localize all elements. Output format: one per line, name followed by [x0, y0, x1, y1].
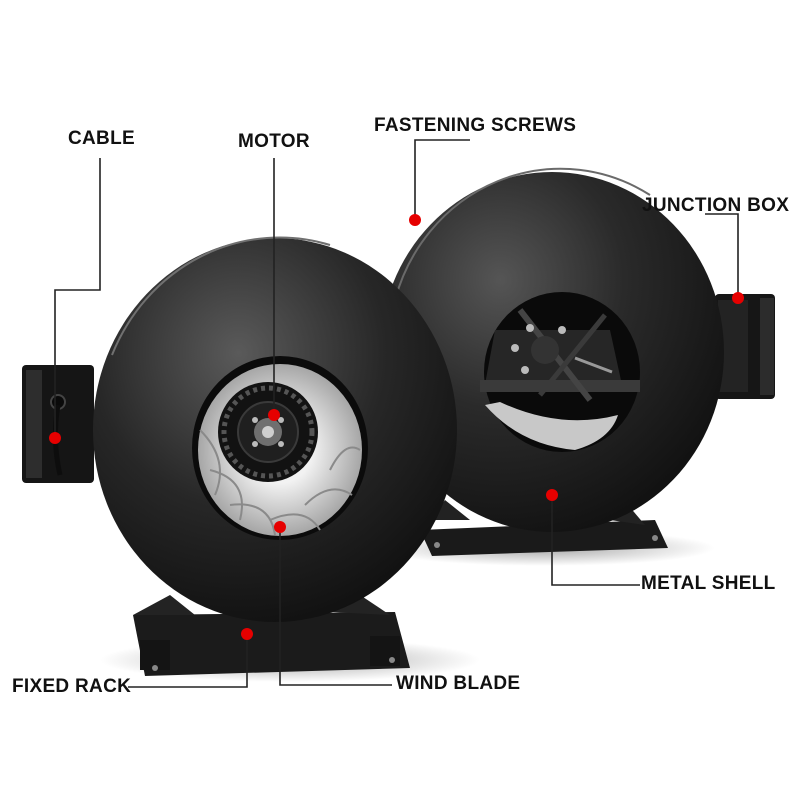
blade-fins	[199, 429, 361, 536]
motor-marker	[268, 409, 280, 421]
back-fixed-rack	[420, 500, 668, 556]
fastening-screws-leader	[414, 139, 470, 220]
metal-shell-label: METAL SHELL	[641, 573, 776, 594]
junction-box	[715, 294, 775, 399]
leader-lines	[54, 139, 739, 688]
wind-blade-label: WIND BLADE	[396, 673, 521, 694]
cable-marker	[49, 432, 61, 444]
back-internal-frame	[480, 308, 640, 402]
wind-blade-marker	[274, 521, 286, 533]
wind-blade-leader	[279, 527, 392, 686]
cable-label: CABLE	[68, 128, 135, 149]
metal-shell-marker	[546, 489, 558, 501]
cable-leader	[54, 158, 101, 438]
cable-box	[22, 365, 94, 483]
back-fan	[380, 167, 775, 556]
metal-shell-leader	[551, 495, 640, 586]
back-wind-blade	[485, 402, 618, 450]
junction-box-marker	[732, 292, 744, 304]
motor-label: MOTOR	[238, 131, 310, 152]
front-fixed-rack	[133, 595, 410, 676]
front-fan	[22, 236, 457, 676]
fixed-rack-marker	[241, 628, 253, 640]
junction-box-leader	[705, 213, 739, 298]
fastening-screws-label: FASTENING SCREWS	[374, 115, 577, 136]
fixed-rack-label: FIXED RACK	[12, 676, 132, 697]
fixed-rack-leader	[128, 634, 248, 688]
fastening-screws-marker	[409, 214, 421, 226]
markers	[49, 214, 744, 640]
junction-box-label: JUNCTION BOX	[642, 195, 790, 216]
